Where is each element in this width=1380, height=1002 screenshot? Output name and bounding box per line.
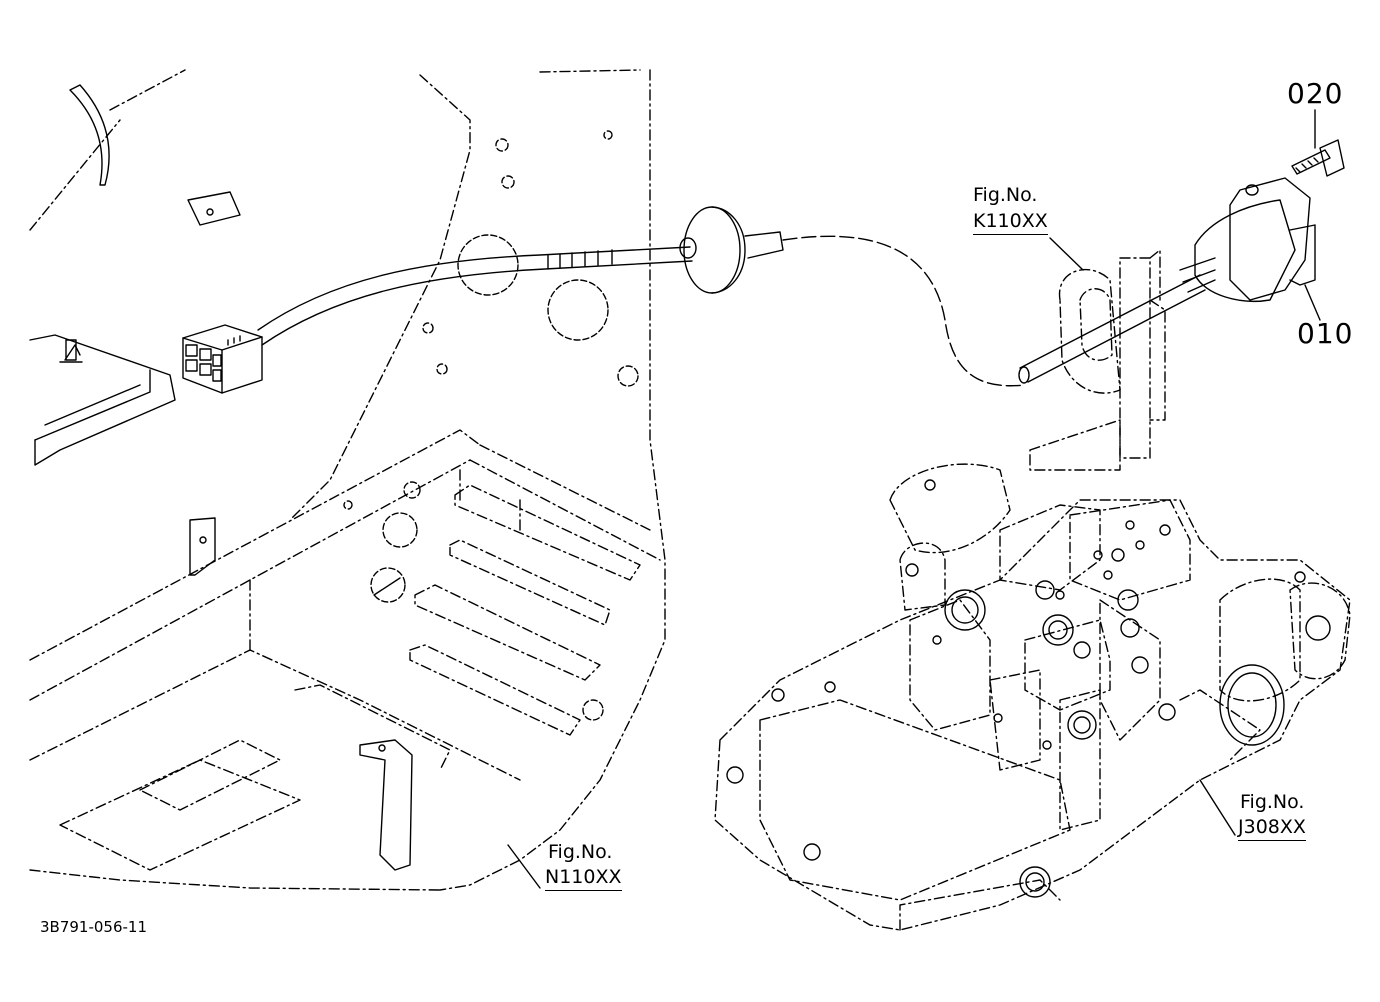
- fig-ref-j308-label: Fig.No.: [1240, 791, 1305, 813]
- tractor-body-panel: [29, 69, 666, 891]
- harness-cable: [257, 246, 693, 346]
- part-number-020: 020: [1287, 77, 1344, 110]
- fig-ref-j308-number: J308XX: [1238, 818, 1306, 841]
- sensor-rod: [1018, 274, 1206, 384]
- left-shelf-bracket: [29, 334, 176, 466]
- leader-j308: [1199, 779, 1236, 836]
- left-brackets: [69, 84, 413, 871]
- hydraulic-block-j308: [714, 463, 1351, 931]
- fig-ref-n110-label: Fig.No.: [548, 841, 613, 863]
- leader-010: [1304, 284, 1321, 321]
- leader-n110: [507, 844, 541, 889]
- leader-k110: [1049, 237, 1084, 271]
- fig-ref-n110-number: N110XX: [545, 868, 622, 891]
- hydraulic-block-holes: [726, 479, 1331, 898]
- harness-connector: [182, 324, 263, 394]
- bolt-020: [1291, 139, 1345, 177]
- bracket-k110: [1029, 249, 1166, 471]
- body-panel-holes: [343, 130, 639, 721]
- part-number-010: 010: [1297, 317, 1354, 350]
- fig-ref-k110-label: Fig.No.: [973, 184, 1038, 206]
- drawing-id: 3B791-056-11: [40, 918, 148, 936]
- cable-route-line: [782, 235, 1026, 387]
- grommet: [679, 206, 784, 294]
- fig-ref-k110-number: K110XX: [973, 212, 1048, 235]
- sensor-body: [1179, 177, 1316, 302]
